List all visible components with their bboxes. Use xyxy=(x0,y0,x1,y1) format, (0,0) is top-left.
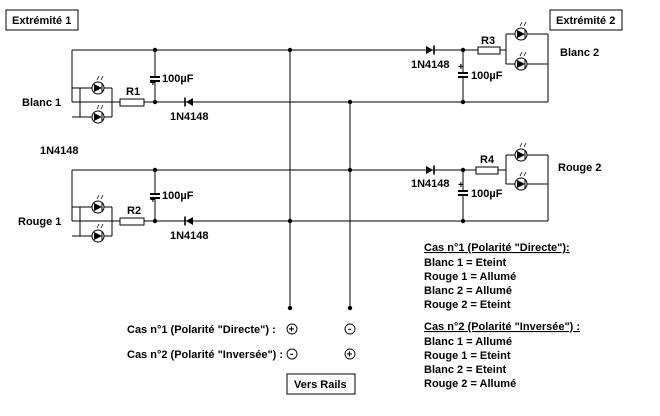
blanc2-label: Blanc 2 xyxy=(560,47,599,59)
rail-buses xyxy=(152,47,466,311)
diode-right-top-label: 1N4148 xyxy=(411,59,450,71)
legend-case1-line: Blanc 1 = Eteint xyxy=(424,257,507,269)
r2-resistor xyxy=(119,217,145,226)
case2-rail1-circle xyxy=(286,348,298,360)
case1-rail1-circle xyxy=(286,323,298,335)
blanc1-label: Blanc 1 xyxy=(22,97,61,109)
rails-box xyxy=(286,373,356,395)
diode-right-top xyxy=(425,44,435,56)
cap-right-bottom-plus: + xyxy=(458,180,464,191)
diode-left-top xyxy=(184,96,194,108)
cap-left-top-label: 100µF xyxy=(162,73,194,85)
case1-rail2-circle xyxy=(344,323,356,335)
r2-label: R2 xyxy=(127,205,141,217)
end2-label: Extrémité 2 xyxy=(556,15,615,27)
cap-right-bottom-label: 100µF xyxy=(471,188,503,200)
rouge1-led-b xyxy=(88,223,108,243)
diode-right-bottom-label: 1N4148 xyxy=(411,178,450,190)
case2-rail1-sign: - xyxy=(290,349,293,360)
legend-case2-line: Rouge 2 = Allumé xyxy=(424,378,516,390)
legend-case1-line: Blanc 2 = Allumé xyxy=(424,285,512,297)
end2-box xyxy=(549,9,623,31)
legend-case2-line: Blanc 1 = Allumé xyxy=(424,336,512,348)
cap-right-top-plus: + xyxy=(458,62,464,73)
r4-label: R4 xyxy=(480,154,495,166)
r1-label: R1 xyxy=(126,86,140,98)
diode-left-bottom xyxy=(184,215,194,227)
left-top-circuit xyxy=(71,49,350,118)
cap-left-bottom-label: 100µF xyxy=(162,190,194,202)
end1-label: Extrémité 1 xyxy=(12,15,71,27)
r4-resistor xyxy=(475,166,499,175)
rouge1-led-a xyxy=(88,194,108,214)
diode-right-bottom xyxy=(425,164,435,176)
rouge1-label: Rouge 1 xyxy=(18,216,61,228)
right-top-circuit xyxy=(290,33,549,103)
cap-right-top-label: 100µF xyxy=(471,70,503,82)
side-diode-label: 1N4148 xyxy=(40,145,79,157)
blanc1-led-b xyxy=(88,104,108,124)
blanc2-led-a xyxy=(511,21,531,41)
rouge2-led-b xyxy=(511,171,531,191)
r1-resistor xyxy=(119,98,145,107)
end1-box xyxy=(5,9,79,31)
right-bottom-circuit xyxy=(290,154,549,222)
legend-case2-title: Cas n°2 (Polarité "Inversée") : xyxy=(424,321,580,333)
case1-rail2-sign: - xyxy=(348,324,351,335)
left-bottom-circuit xyxy=(71,169,350,237)
cap-left-bottom-plus: + xyxy=(150,195,156,206)
legend-case1: Cas n°1 (Polarité "Directe"): Blanc 1 = … xyxy=(424,242,570,311)
legend-case1-title: Cas n°1 (Polarité "Directe"): xyxy=(424,242,570,254)
legend-case2-line: Rouge 1 = Eteint xyxy=(424,350,511,362)
blanc1-led-a xyxy=(88,75,108,95)
r3-resistor xyxy=(477,46,501,55)
legend-case2-line: Blanc 2 = Eteint xyxy=(424,364,507,376)
r3-label: R3 xyxy=(481,35,495,47)
rouge2-led-a xyxy=(511,142,531,162)
case2-rail2-sign: + xyxy=(347,350,353,361)
case2-polarity-label: Cas n°2 (Polarité "Inversée") : xyxy=(127,349,283,361)
diode-left-top-label: 1N4148 xyxy=(170,111,209,123)
cap-left-top-plus: + xyxy=(150,78,156,89)
case1-polarity-label: Cas n°1 (Polarité "Directe") : xyxy=(127,324,276,336)
case1-rail1-sign: + xyxy=(289,325,295,336)
legend-case1-line: Rouge 2 = Eteint xyxy=(424,299,511,311)
diode-left-bottom-label: 1N4148 xyxy=(170,230,209,242)
rails-label: Vers Rails xyxy=(294,379,347,391)
rouge2-label: Rouge 2 xyxy=(558,162,601,174)
blanc2-led-b xyxy=(511,51,531,71)
legend-case1-line: Rouge 1 = Allumé xyxy=(424,271,516,283)
case2-rail2-circle xyxy=(344,348,356,360)
legend-case2: Cas n°2 (Polarité "Inversée") : Blanc 1 … xyxy=(424,321,580,390)
